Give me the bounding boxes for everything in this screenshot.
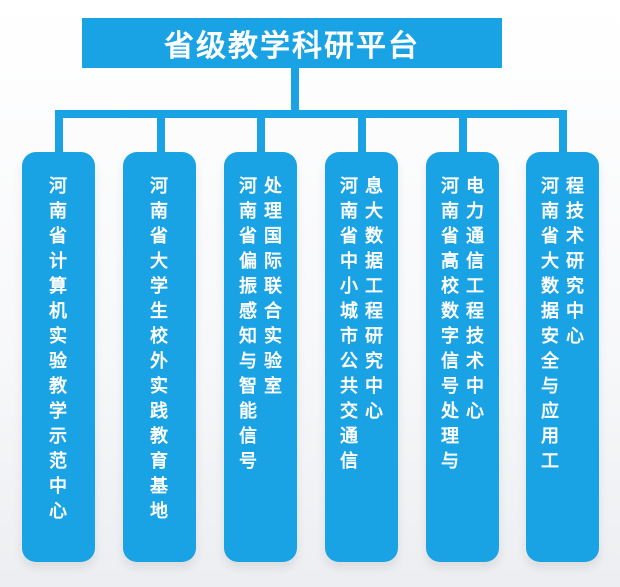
connector-2 [157,110,165,154]
horizontal-bus-line [55,110,567,118]
platform-name-col-2: 程技术研究中心 [566,176,584,347]
platform-name: 河南省大学生校外实践教育基地 [150,176,168,522]
platform-name-col-1: 河南省大数据安全与应用工 [541,176,559,472]
connector-6 [559,110,567,154]
platform-card-practice-base: 河南省大学生校外实践教育基地 [123,152,196,562]
platform-name-col-1: 河南省偏振感知与智能信号 [239,176,257,472]
connector-4 [358,110,366,154]
platform-card-computer-lab: 河南省计算机实验教学示范中心 [22,152,95,562]
platform-name-col-1: 河南省中小城市公共交通信 [340,176,358,472]
connector-5 [459,110,467,154]
platform-name-col-1: 河南省高校数字信号处理与 [441,176,459,472]
platform-card-big-data-security-center: 河南省大数据安全与应用工 程技术研究中心 [526,152,599,562]
platform-title: 省级教学科研平台 [82,18,502,68]
platform-card-polarization-lab: 河南省偏振感知与智能信号 处理国际联合实验室 [224,152,297,562]
platform-name-col-2: 息大数据工程研究中心 [365,176,383,422]
connector-1 [55,110,63,154]
platform-card-signal-processing-center: 河南省高校数字信号处理与 电力通信工程技术中心 [426,152,499,562]
title-stem-line [291,68,299,112]
platform-name: 河南省计算机实验教学示范中心 [49,176,67,522]
connector-3 [257,110,265,154]
platform-name-col-2: 处理国际联合实验室 [264,176,282,397]
platform-card-transport-data-center: 河南省中小城市公共交通信 息大数据工程研究中心 [325,152,398,562]
platform-name-col-2: 电力通信工程技术中心 [466,176,484,422]
